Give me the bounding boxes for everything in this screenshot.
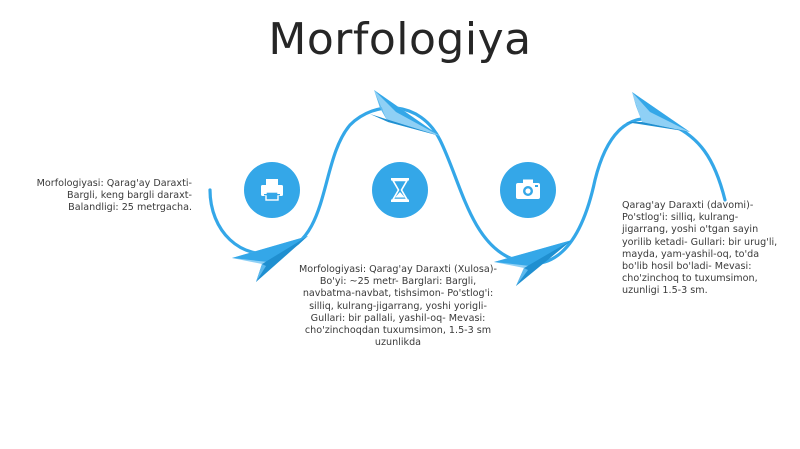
camera-icon	[516, 179, 540, 199]
paper-plane-3	[494, 240, 572, 286]
page-title: Morfologiya	[268, 14, 532, 65]
step-circle-2	[372, 162, 428, 218]
printer-icon	[261, 179, 283, 201]
hourglass-icon	[391, 178, 409, 202]
paper-plane-4	[626, 92, 690, 132]
step-text-3: Qarag'ay Daraxti (davomi)- Po'stlog'i: s…	[622, 200, 778, 297]
paper-plane-1	[232, 236, 308, 282]
step-text-1: Morfologiyasi: Qarag'ay Daraxti- Bargli,…	[36, 178, 192, 214]
step-text-2: Morfologiyasi: Qarag'ay Daraxti (Xulosa)…	[299, 264, 497, 349]
paper-plane-2	[370, 90, 440, 136]
step-circle-3	[500, 162, 556, 218]
step-circle-1	[244, 162, 300, 218]
